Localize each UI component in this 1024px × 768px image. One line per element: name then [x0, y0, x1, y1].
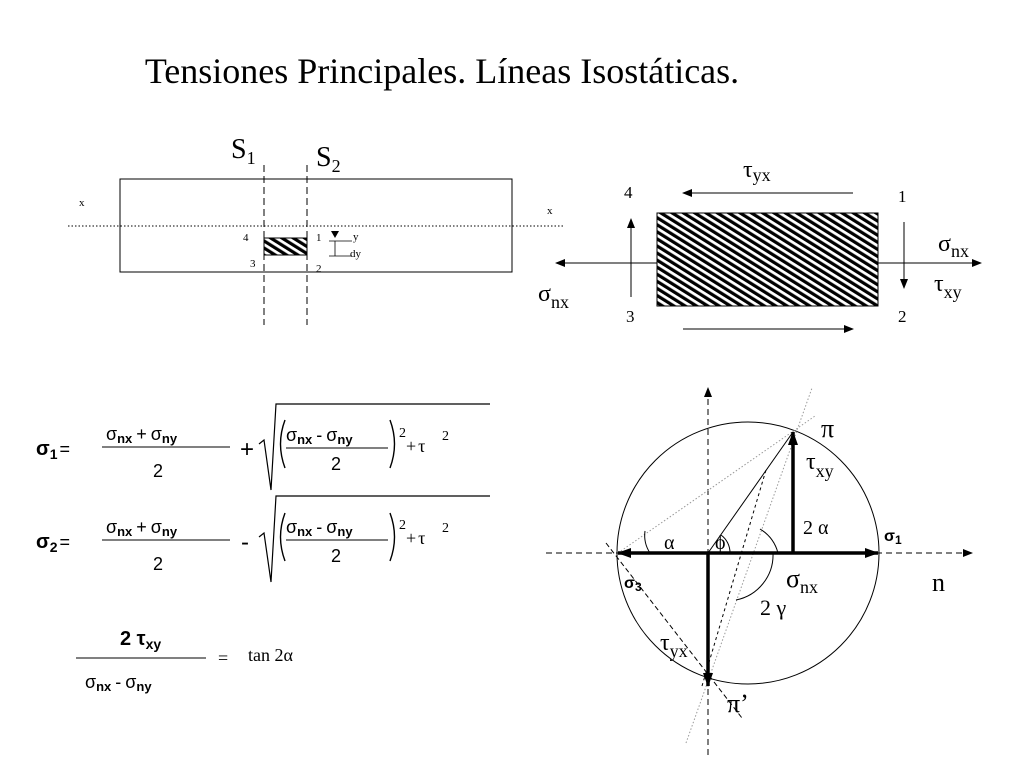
y-arrow — [331, 231, 339, 238]
sigma1-paren-right — [389, 419, 396, 469]
n-axis-label: n — [932, 568, 945, 597]
beam-corner-2: 2 — [316, 263, 322, 275]
sigma2-paren-left — [279, 512, 286, 562]
y-label: y — [353, 231, 359, 243]
sigma1-radical — [258, 403, 490, 491]
phi-arc — [720, 534, 731, 554]
tau-yx-label: τyx — [660, 630, 688, 661]
svg-text:σnx+σny: σnx+σny — [106, 424, 178, 446]
principal-direction-line — [605, 542, 743, 719]
svg-text:σ2=: σ2= — [36, 531, 70, 555]
svg-text:2: 2 — [153, 461, 163, 481]
sigma-3-label: σ3 — [624, 575, 642, 594]
svg-text:2 τxy: 2 τxy — [120, 628, 161, 652]
beam-outline — [119, 178, 513, 273]
hatched-element — [656, 212, 879, 307]
stress-element: τyx σnx τxy σnx 4 1 3 2 — [538, 157, 982, 333]
sigma-nx-right-label: σnx — [938, 231, 969, 261]
svg-text:2: 2 — [442, 521, 449, 536]
sigma1-formula: σ1= σnx+σny 2 + σnx-σny 2 2 +τ 2 — [36, 403, 490, 491]
sigma2-paren-right — [389, 512, 396, 562]
svg-text:2: 2 — [331, 546, 341, 566]
sigma-nx-label: σnx — [786, 564, 818, 597]
svg-text:+τ: +τ — [406, 528, 425, 548]
page-title: Tensiones Principales. Líneas Isostática… — [144, 51, 740, 91]
guide-line-shallow — [617, 415, 816, 554]
svg-text:2: 2 — [399, 518, 406, 533]
sigma-1-label: σ1 — [884, 528, 902, 547]
element-corner-3: 3 — [626, 307, 635, 326]
sigma-nx-left-label: σnx — [538, 281, 569, 312]
dy-label: dy — [350, 248, 362, 260]
beam-element — [263, 237, 308, 256]
sigma2-formula: σ2= σnx+σny 2 - σnx-σny 2 2 +τ 2 — [36, 495, 490, 583]
two-alpha-label: 2 α — [803, 517, 829, 539]
svg-text:2: 2 — [442, 429, 449, 444]
formulas: σ1= σnx+σny 2 + σnx-σny 2 2 +τ 2 σ2= σnx… — [36, 403, 490, 694]
svg-text:-: - — [241, 529, 249, 556]
svg-text:+τ: +τ — [406, 436, 425, 456]
svg-text:σnx-σny: σnx-σny — [286, 517, 353, 539]
beam-corner-4: 4 — [243, 232, 249, 244]
sigma2-radical — [258, 495, 490, 583]
pi-label: π — [821, 414, 834, 443]
element-corner-2: 2 — [898, 307, 907, 326]
x-axis-left-label: x — [79, 197, 85, 209]
pi-prime-label: π’ — [727, 689, 749, 718]
alpha-label: α — [664, 532, 675, 554]
svg-text:σnx-σny: σnx-σny — [85, 672, 152, 694]
two-gamma-label: 2 γ — [760, 595, 787, 620]
two-gamma-arc — [735, 552, 774, 601]
pole-line — [701, 469, 767, 687]
alpha-arc — [644, 530, 651, 554]
tan-formula: 2 τxy σnx-σny = tan 2α — [76, 628, 293, 694]
beam-corner-1: 1 — [316, 232, 322, 244]
phi-label: ϕ — [715, 532, 726, 554]
svg-text:=: = — [218, 648, 228, 668]
two-alpha-arc — [759, 528, 779, 554]
mohr-circle-diagram: π τxy 2 α σ1 α ϕ σnx n σ3 2 γ τyx π’ — [546, 387, 973, 755]
svg-text:2: 2 — [153, 554, 163, 574]
x-axis-right-label: x — [547, 205, 553, 217]
svg-text:tan 2α: tan 2α — [248, 645, 293, 665]
beam-diagram: S1 S2 x x 4 1 3 2 y dy — [68, 134, 565, 325]
beam-corner-3: 3 — [250, 258, 256, 270]
element-corner-4: 4 — [624, 183, 633, 202]
svg-text:2: 2 — [399, 426, 406, 441]
sigma1-paren-left — [279, 419, 286, 469]
tau-yx-label: τyx — [743, 157, 771, 185]
element-corner-1: 1 — [898, 187, 907, 206]
svg-text:+: + — [240, 436, 254, 463]
radius-to-pi — [707, 431, 794, 554]
svg-text:σnx+σny: σnx+σny — [106, 517, 178, 539]
svg-text:σ1=: σ1= — [36, 438, 70, 462]
tau-xy-label: τxy — [806, 449, 834, 481]
tau-xy-label: τxy — [934, 271, 962, 302]
s2-label: S2 — [316, 142, 341, 176]
svg-text:2: 2 — [331, 454, 341, 474]
s1-label: S1 — [231, 134, 256, 168]
svg-text:σnx-σny: σnx-σny — [286, 425, 353, 447]
